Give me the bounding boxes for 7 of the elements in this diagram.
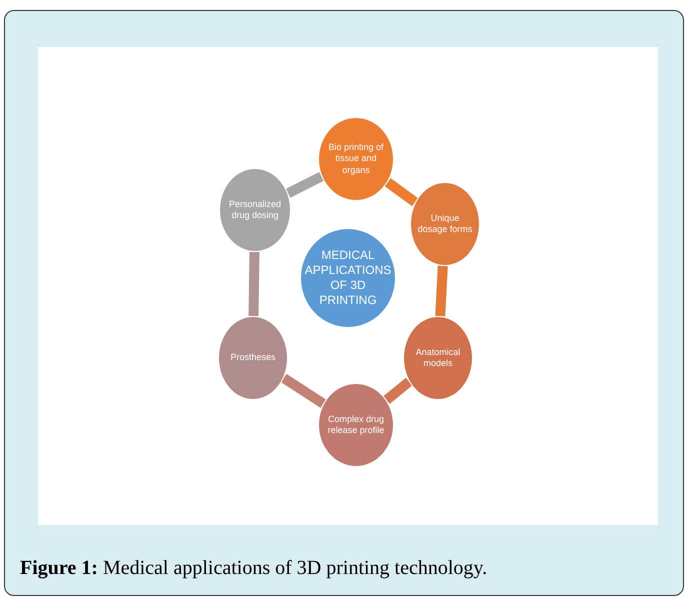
ring-connector <box>281 374 326 408</box>
ring-connector <box>383 378 412 404</box>
ring-connector <box>286 172 324 198</box>
ring-connector <box>248 252 260 316</box>
figure-caption: Figure 1: Medical applications of 3D printing technology. <box>20 556 488 581</box>
ring-connector <box>435 266 448 316</box>
ring-connector <box>384 178 418 206</box>
